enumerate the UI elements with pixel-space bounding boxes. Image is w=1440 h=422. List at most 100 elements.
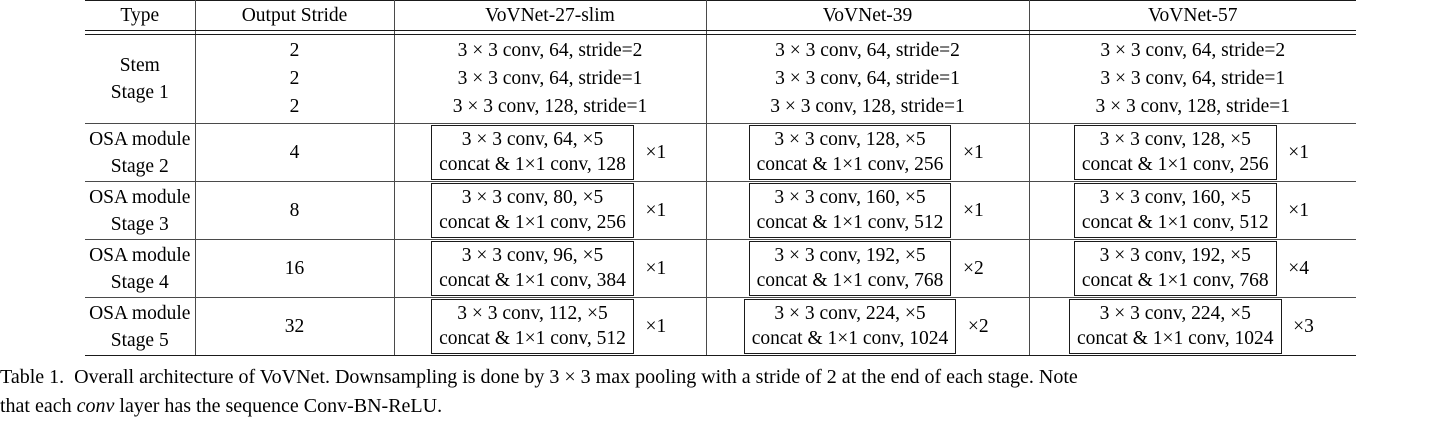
row-vovnet57-stage4: 3 × 3 conv, 192, ×5 concat & 1×1 conv, 7… bbox=[1029, 239, 1356, 298]
osa-line-2: concat & 1×1 conv, 768 bbox=[756, 270, 944, 291]
type-line-1: OSA module bbox=[89, 186, 191, 208]
osa-holder: 3 × 3 conv, 224, ×5 concat & 1×1 conv, 1… bbox=[707, 298, 1029, 355]
row-type-stage3: OSA module Stage 3 bbox=[85, 181, 196, 240]
row-type-stem: Stem Stage 1 bbox=[85, 34, 196, 124]
caption-label: Table 1. bbox=[0, 366, 65, 388]
osa-line-1: 3 × 3 conv, 128, ×5 bbox=[774, 129, 926, 150]
row-vovnet57-stage2: 3 × 3 conv, 128, ×5 concat & 1×1 conv, 2… bbox=[1029, 123, 1356, 182]
header-vovnet-57: VoVNet-57 bbox=[1029, 0, 1356, 31]
osa-repeat-multiplier: ×1 bbox=[1288, 141, 1310, 163]
osa-line-2: concat & 1×1 conv, 256 bbox=[439, 212, 626, 233]
osa-holder: 3 × 3 conv, 224, ×5 concat & 1×1 conv, 1… bbox=[1030, 298, 1357, 355]
type-line-1: OSA module bbox=[89, 244, 191, 266]
spec-line: 3 × 3 conv, 64, stride=2 bbox=[775, 40, 960, 61]
spec-line: 3 × 3 conv, 64, stride=2 bbox=[457, 40, 643, 61]
osa-line-1: 3 × 3 conv, 224, ×5 bbox=[1099, 303, 1251, 324]
spec-line: 3 × 3 conv, 64, stride=1 bbox=[457, 68, 643, 89]
header-double-rule bbox=[85, 30, 1356, 35]
architecture-table: Type Output Stride VoVNet-27-slim VoVNet… bbox=[85, 0, 1356, 356]
row-vovnet57-stage3: 3 × 3 conv, 160, ×5 concat & 1×1 conv, 5… bbox=[1029, 181, 1357, 240]
stride-value: 2 bbox=[289, 68, 300, 89]
type-line-2: Stage 2 bbox=[110, 155, 169, 177]
spec-lines: 3 × 3 conv, 64, stride=2 3 × 3 conv, 64,… bbox=[707, 35, 1029, 123]
osa-line-1: 3 × 3 conv, 224, ×5 bbox=[774, 303, 926, 324]
osa-spec-box: 3 × 3 conv, 160, ×5 concat & 1×1 conv, 5… bbox=[748, 183, 952, 238]
osa-spec-box: 3 × 3 conv, 192, ×5 concat & 1×1 conv, 7… bbox=[748, 241, 952, 296]
rule-seg-2 bbox=[195, 30, 395, 35]
type-line-2: Stage 4 bbox=[110, 271, 169, 293]
row-vovnet39-stage2: 3 × 3 conv, 128, ×5 concat & 1×1 conv, 2… bbox=[706, 123, 1030, 182]
osa-spec-box: 3 × 3 conv, 128, ×5 concat & 1×1 conv, 2… bbox=[1073, 125, 1277, 180]
header-vovnet-27-slim: VoVNet-27-slim bbox=[394, 0, 707, 31]
row-stride-stem: 2 2 2 bbox=[195, 34, 395, 124]
row-stride-stage2: 4 bbox=[195, 123, 395, 182]
osa-repeat-multiplier: ×1 bbox=[645, 257, 667, 279]
osa-repeat-multiplier: ×1 bbox=[963, 199, 984, 221]
osa-line-2: concat & 1×1 conv, 512 bbox=[1081, 212, 1269, 233]
osa-line-2: concat & 1×1 conv, 768 bbox=[1081, 270, 1269, 291]
osa-repeat-multiplier: ×2 bbox=[963, 257, 984, 279]
row-vovnet39-stem: 3 × 3 conv, 64, stride=2 3 × 3 conv, 64,… bbox=[706, 34, 1030, 124]
header-output-stride: Output Stride bbox=[195, 0, 395, 31]
type-line-1: OSA module bbox=[89, 128, 191, 150]
spec-line: 3 × 3 conv, 128, stride=1 bbox=[770, 96, 965, 117]
osa-repeat-multiplier: ×1 bbox=[1288, 199, 1310, 221]
type-lines-stage4: OSA module Stage 4 bbox=[85, 242, 195, 296]
stride-value: 2 bbox=[289, 40, 300, 61]
osa-line-1: 3 × 3 conv, 64, ×5 bbox=[461, 129, 604, 150]
type-line-2: Stage 5 bbox=[110, 329, 169, 351]
osa-spec-box: 3 × 3 conv, 112, ×5 concat & 1×1 conv, 5… bbox=[431, 299, 634, 354]
osa-line-2: concat & 1×1 conv, 128 bbox=[439, 154, 626, 175]
osa-repeat-multiplier: ×1 bbox=[963, 141, 984, 163]
row-vovnet27slim-stage2: 3 × 3 conv, 64, ×5 concat & 1×1 conv, 12… bbox=[394, 123, 707, 182]
osa-line-2: concat & 1×1 conv, 1024 bbox=[1076, 328, 1274, 349]
caption-text-2a: that each bbox=[0, 395, 77, 417]
row-stride-stage4: 16 bbox=[195, 239, 395, 298]
osa-holder: 3 × 3 conv, 160, ×5 concat & 1×1 conv, 5… bbox=[1030, 182, 1357, 239]
row-vovnet39-stage4: 3 × 3 conv, 192, ×5 concat & 1×1 conv, 7… bbox=[706, 239, 1030, 298]
osa-repeat-multiplier: ×2 bbox=[967, 315, 989, 337]
caption-emphasis-conv: conv bbox=[76, 395, 115, 417]
osa-holder: 3 × 3 conv, 112, ×5 concat & 1×1 conv, 5… bbox=[395, 298, 706, 355]
stride-lines-stem: 2 2 2 bbox=[196, 35, 394, 123]
rule-seg-4 bbox=[706, 30, 1030, 35]
spec-line: 3 × 3 conv, 64, stride=2 bbox=[1100, 40, 1286, 61]
row-vovnet57-stem: 3 × 3 conv, 64, stride=2 3 × 3 conv, 64,… bbox=[1029, 35, 1356, 124]
table-caption: Table 1. Overall architecture of VoVNet.… bbox=[0, 363, 1440, 421]
caption-text-1: Overall architecture of VoVNet. Downsamp… bbox=[74, 366, 1078, 388]
osa-line-2: concat & 1×1 conv, 1024 bbox=[751, 328, 949, 349]
osa-line-1: 3 × 3 conv, 96, ×5 bbox=[461, 245, 604, 266]
spec-lines: 3 × 3 conv, 64, stride=2 3 × 3 conv, 64,… bbox=[1030, 35, 1357, 123]
osa-spec-box: 3 × 3 conv, 128, ×5 concat & 1×1 conv, 2… bbox=[748, 125, 952, 180]
rule-seg-3 bbox=[394, 30, 707, 35]
row-vovnet39-stage5: 3 × 3 conv, 224, ×5 concat & 1×1 conv, 1… bbox=[706, 297, 1030, 356]
osa-line-1: 3 × 3 conv, 128, ×5 bbox=[1099, 129, 1251, 150]
type-lines-stage2: OSA module Stage 2 bbox=[85, 126, 195, 180]
spec-lines: 3 × 3 conv, 64, stride=2 3 × 3 conv, 64,… bbox=[395, 35, 706, 123]
architecture-table-wrapper: Type Output Stride VoVNet-27-slim VoVNet… bbox=[85, 0, 1356, 356]
spec-line: 3 × 3 conv, 128, stride=1 bbox=[452, 96, 648, 117]
spec-line: 3 × 3 conv, 64, stride=1 bbox=[1100, 68, 1286, 89]
table-row-stage4: OSA module Stage 4 16 3 × 3 conv, 96, ×5… bbox=[85, 239, 1356, 298]
spec-line: 3 × 3 conv, 128, stride=1 bbox=[1095, 96, 1291, 117]
type-line-2: Stage 3 bbox=[110, 213, 169, 235]
row-vovnet57-stage5: 3 × 3 conv, 224, ×5 concat & 1×1 conv, 1… bbox=[1029, 297, 1357, 356]
osa-spec-box: 3 × 3 conv, 160, ×5 concat & 1×1 conv, 5… bbox=[1073, 183, 1277, 238]
row-vovnet27slim-stage5: 3 × 3 conv, 112, ×5 concat & 1×1 conv, 5… bbox=[394, 297, 707, 356]
header-type: Type bbox=[85, 0, 196, 31]
table-header-row: Type Output Stride VoVNet-27-slim VoVNet… bbox=[85, 0, 1356, 31]
table-row-stage2: OSA module Stage 2 4 3 × 3 conv, 64, ×5 … bbox=[85, 123, 1356, 182]
osa-repeat-multiplier: ×1 bbox=[645, 315, 667, 337]
row-type-stage5: OSA module Stage 5 bbox=[85, 297, 196, 356]
osa-holder: 3 × 3 conv, 160, ×5 concat & 1×1 conv, 5… bbox=[707, 182, 1029, 239]
table-row-stem: Stem Stage 1 2 2 2 3 × 3 conv, 64, strid… bbox=[85, 34, 1356, 124]
type-line-1: Stem bbox=[119, 55, 160, 76]
rule-seg-1 bbox=[85, 30, 196, 35]
type-lines-stage3: OSA module Stage 3 bbox=[85, 184, 195, 238]
row-vovnet27slim-stem: 3 × 3 conv, 64, stride=2 3 × 3 conv, 64,… bbox=[394, 34, 707, 124]
row-stride-stage5: 32 bbox=[195, 297, 395, 356]
row-type-stage4: OSA module Stage 4 bbox=[85, 239, 196, 298]
osa-line-2: concat & 1×1 conv, 512 bbox=[439, 328, 626, 349]
row-type-stage2: OSA module Stage 2 bbox=[85, 123, 196, 182]
